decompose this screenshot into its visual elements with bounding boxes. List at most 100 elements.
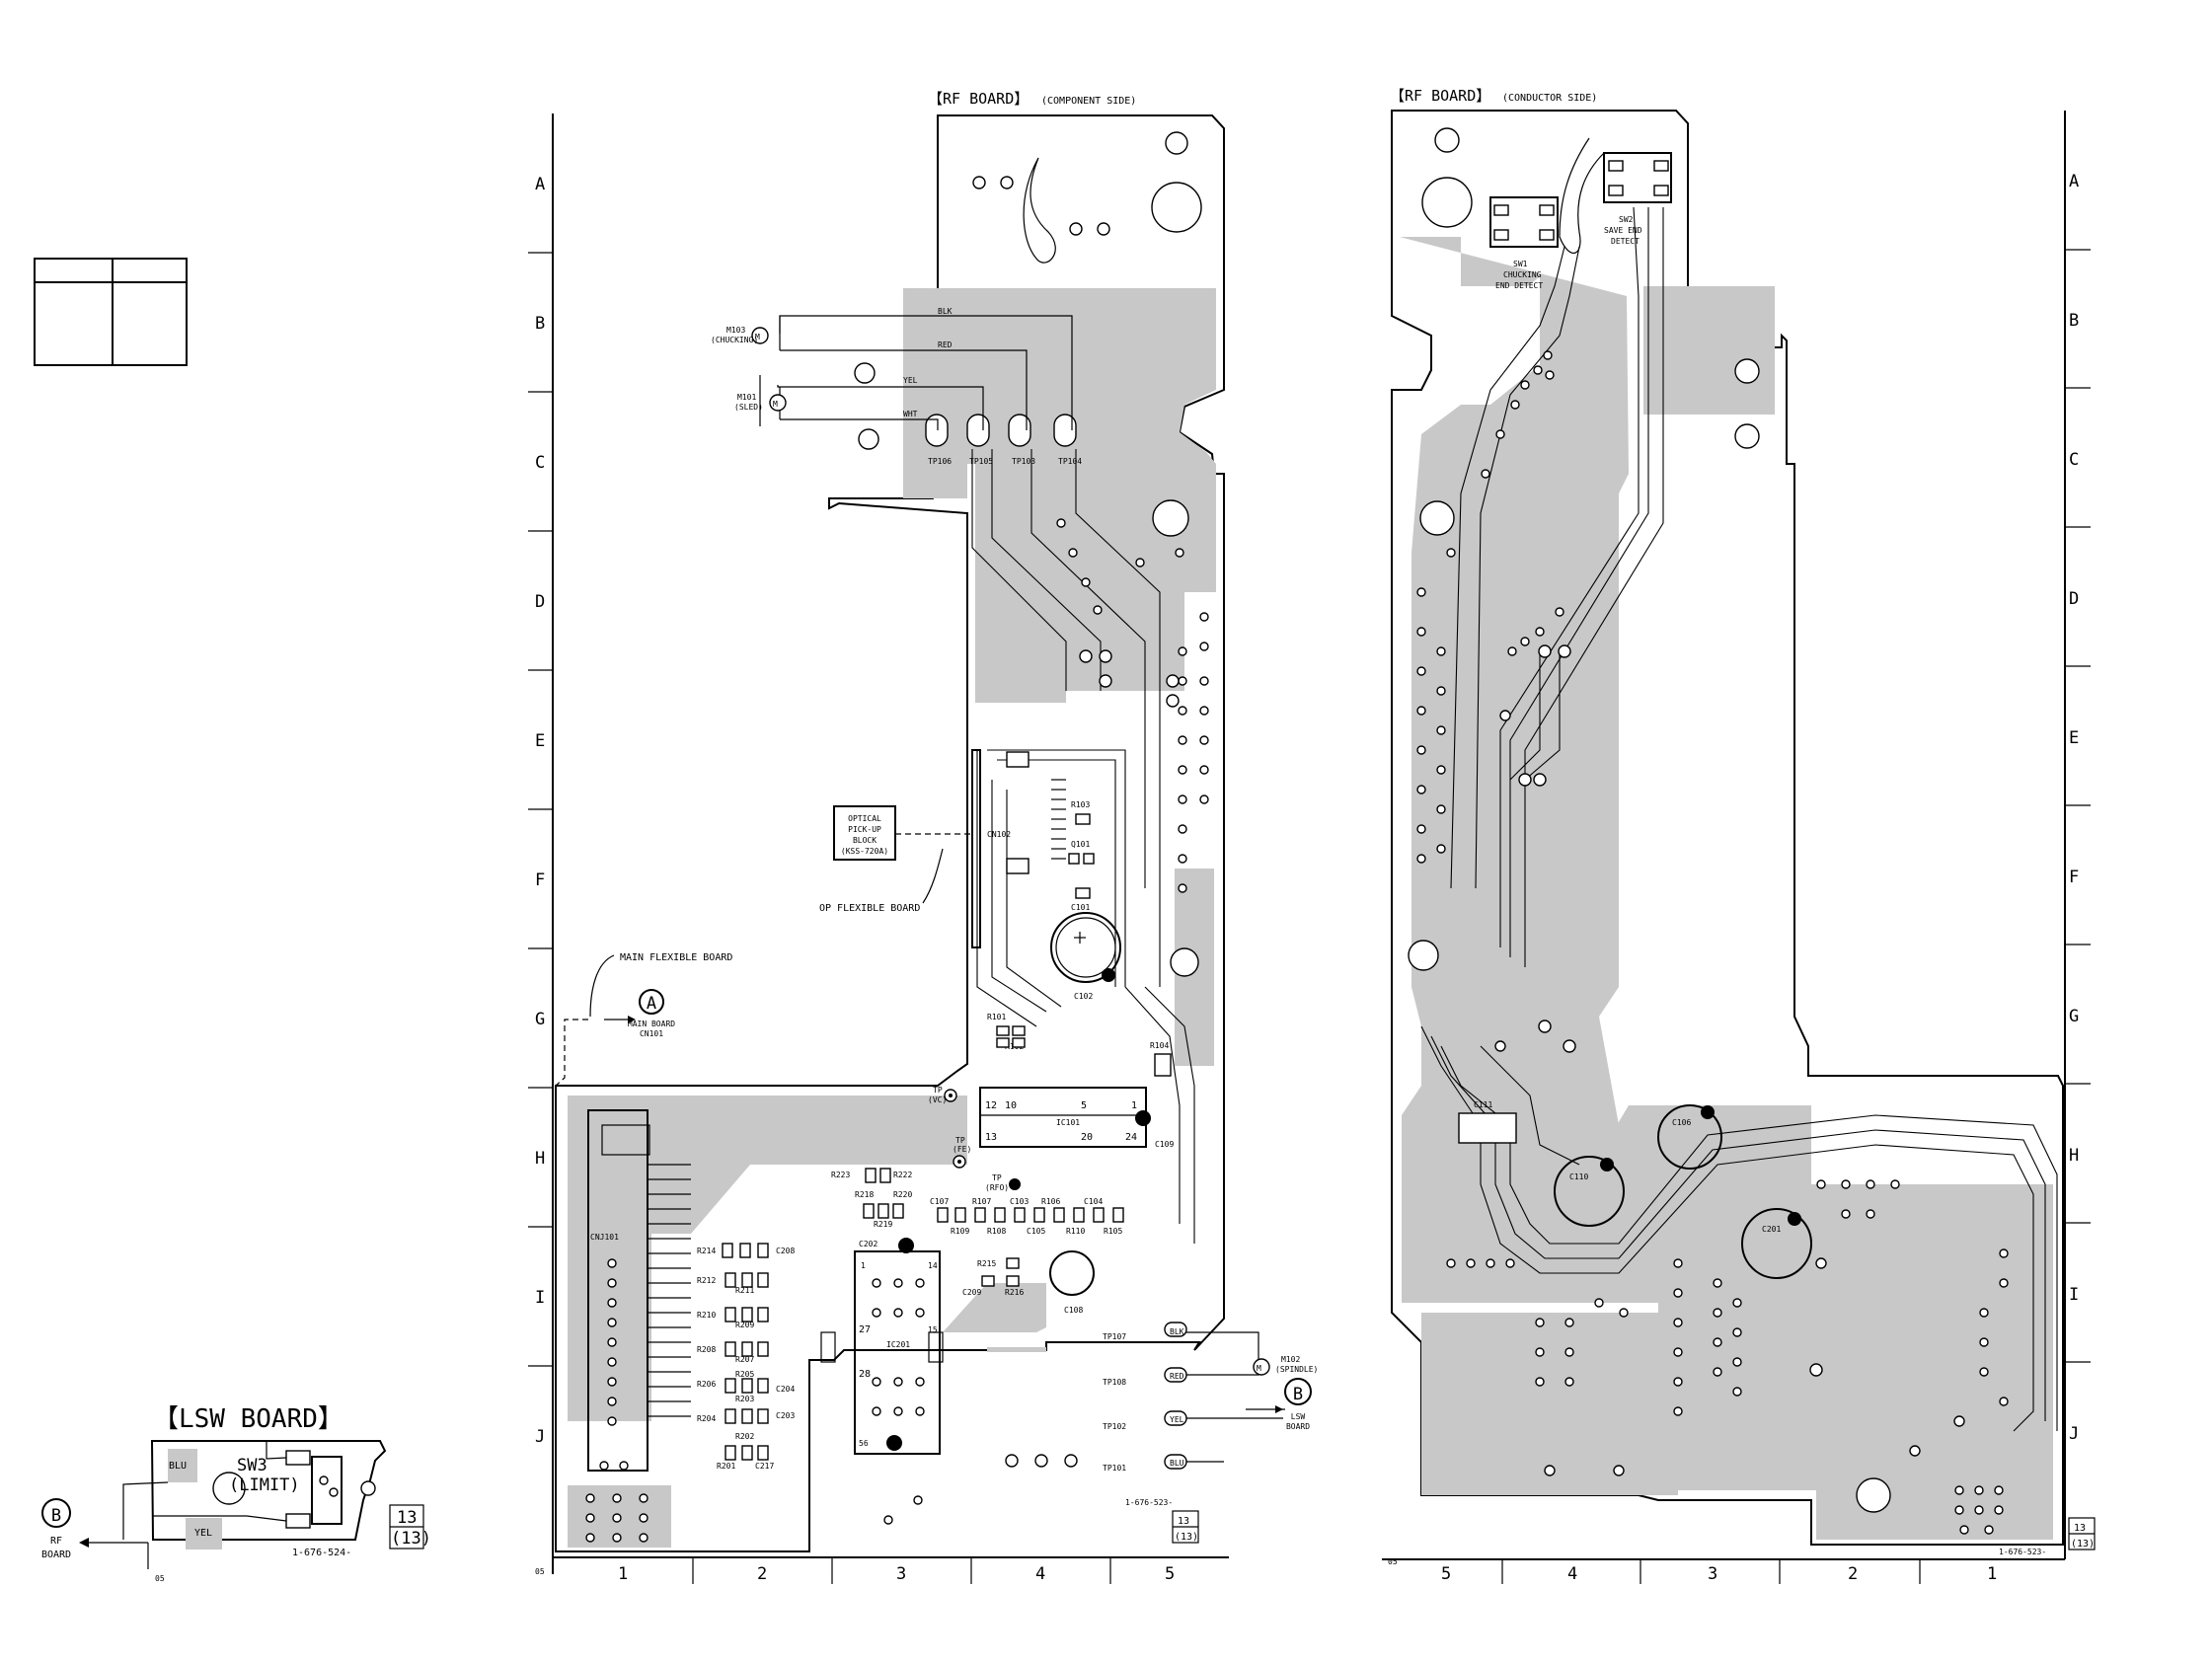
- svg-text:C201: C201: [1762, 1225, 1781, 1234]
- svg-text:R107: R107: [972, 1197, 991, 1206]
- corner-code: 05: [155, 1574, 165, 1583]
- connector-cn102: [971, 749, 1066, 948]
- tp-label: TP105: [969, 457, 993, 466]
- svg-text:B: B: [51, 1506, 61, 1526]
- row-label: F: [2069, 868, 2079, 887]
- col-label: 2: [1848, 1564, 1858, 1584]
- wire-label: BLK: [938, 307, 953, 316]
- svg-text:R202: R202: [735, 1432, 754, 1441]
- svg-text:12: 12: [985, 1100, 997, 1111]
- row-label: D: [2069, 589, 2079, 609]
- svg-text:BOARD: BOARD: [41, 1550, 71, 1560]
- svg-text:C110: C110: [1569, 1172, 1588, 1181]
- rf-board-component-side: 【RF BOARD】 (COMPONENT SIDE) A B C D E: [528, 90, 1318, 1584]
- wire-label: RED: [938, 340, 953, 349]
- comp-ref: C209: [962, 1288, 981, 1297]
- wire-label: YEL: [903, 376, 918, 385]
- board-number: 1-676-523-: [1999, 1548, 2046, 1556]
- col-label: 3: [896, 1564, 906, 1584]
- page-ref: 13: [2074, 1523, 2086, 1534]
- row-label: D: [535, 592, 545, 612]
- svg-text:R201: R201: [717, 1462, 735, 1471]
- col-label: 4: [1567, 1564, 1577, 1584]
- col-label: 3: [1708, 1564, 1717, 1584]
- svg-text:M103: M103: [726, 326, 745, 335]
- row-label: C: [535, 453, 545, 473]
- svg-text:IC201: IC201: [886, 1340, 910, 1349]
- chip-row: R223 R222 R218 R220 R219 C107 R107 C103 …: [831, 1168, 1124, 1248]
- comp-ref: R103: [1071, 800, 1090, 809]
- page-ref: 13: [1178, 1516, 1189, 1527]
- corner-code: 05: [1388, 1557, 1398, 1566]
- svg-text:R214: R214: [697, 1247, 716, 1255]
- svg-text:C204: C204: [776, 1385, 795, 1394]
- svg-text:TP102: TP102: [1103, 1422, 1126, 1431]
- row-label: G: [535, 1010, 545, 1029]
- svg-text:DETECT: DETECT: [1611, 237, 1640, 246]
- svg-text:MAIN BOARD: MAIN BOARD: [628, 1020, 675, 1028]
- lsw-board-ref: B LSW BOARD: [1284, 1378, 1312, 1431]
- rf-conductor-col-labels: 5 4 3 2 1: [1441, 1564, 1997, 1584]
- capacitor-c111: C111: [1458, 1100, 1517, 1144]
- tp-label: TP104: [1058, 457, 1082, 466]
- svg-text:R204: R204: [697, 1414, 716, 1423]
- row-label: I: [535, 1288, 545, 1308]
- ic101: 12 10 5 1 IC101 13 20 24: [979, 1087, 1151, 1148]
- svg-text:SW3: SW3: [237, 1456, 267, 1475]
- row-label: B: [535, 314, 545, 334]
- col-label: 2: [757, 1564, 767, 1584]
- svg-text:5: 5: [1081, 1100, 1087, 1111]
- svg-text:20: 20: [1081, 1132, 1093, 1143]
- row-label: G: [2069, 1007, 2079, 1026]
- svg-text:R206: R206: [697, 1380, 716, 1389]
- comp-ref: C109: [1155, 1140, 1174, 1149]
- svg-text:15: 15: [928, 1325, 938, 1334]
- svg-text:SAVE END: SAVE END: [1604, 226, 1642, 235]
- svg-text:C105: C105: [1027, 1227, 1045, 1236]
- svg-text:R223: R223: [831, 1171, 850, 1179]
- svg-text:M: M: [755, 333, 760, 341]
- svg-text:R222: R222: [893, 1171, 912, 1179]
- svg-text:R106: R106: [1041, 1197, 1060, 1206]
- svg-text:END DETECT: END DETECT: [1495, 281, 1543, 290]
- svg-text:C217: C217: [755, 1462, 774, 1471]
- rf-component-col-labels: 1 2 3 4 5: [618, 1564, 1175, 1584]
- svg-text:(RFO): (RFO): [985, 1183, 1009, 1192]
- comp-ref: R104: [1150, 1041, 1169, 1050]
- legend-box: [34, 258, 188, 366]
- svg-text:CNJ101: CNJ101: [590, 1233, 619, 1242]
- wire-label: YEL: [194, 1528, 212, 1539]
- svg-text:B: B: [1293, 1385, 1303, 1404]
- page-ref: (13): [2071, 1539, 2095, 1550]
- row-label: E: [535, 731, 545, 751]
- svg-text:C103: C103: [1010, 1197, 1029, 1206]
- motor-m101: M101 (SLED): [734, 393, 763, 412]
- svg-text:R210: R210: [697, 1311, 716, 1320]
- col-label: 5: [1441, 1564, 1451, 1584]
- board-number: 1-676-524-: [292, 1548, 351, 1558]
- col-label: 1: [1987, 1564, 1997, 1584]
- col-label: 5: [1165, 1564, 1175, 1584]
- connector-label: CN102: [987, 830, 1011, 839]
- svg-text:C107: C107: [930, 1197, 949, 1206]
- svg-text:C203: C203: [776, 1411, 795, 1420]
- row-label: E: [2069, 728, 2079, 748]
- svg-text:R207: R207: [735, 1355, 754, 1364]
- wire-label: YEL: [1170, 1415, 1184, 1424]
- col-label: 1: [618, 1564, 628, 1584]
- page-ref: (13): [391, 1529, 431, 1549]
- lsw-board: 【LSW BOARD】 SW3 (LIMIT) BLU YEL 05 1-676…: [41, 1404, 431, 1583]
- col-label: 4: [1035, 1564, 1045, 1584]
- row-label: H: [2069, 1146, 2079, 1166]
- rf-conductor-row-labels: A B C D E F G H I J: [2069, 172, 2079, 1444]
- svg-text:R203: R203: [735, 1395, 754, 1403]
- row-label: I: [2069, 1285, 2079, 1305]
- svg-text:1: 1: [861, 1261, 866, 1270]
- wire-label: BLU: [1170, 1459, 1184, 1468]
- svg-text:27: 27: [859, 1324, 871, 1335]
- capacitor-c110: C110: [1554, 1156, 1625, 1227]
- left-component-stack: R214 C208 R212 R211 R210 R209 R208 R207 …: [697, 1243, 795, 1471]
- svg-text:(CHUCKING): (CHUCKING): [711, 336, 758, 344]
- svg-text:TP: TP: [992, 1173, 1002, 1182]
